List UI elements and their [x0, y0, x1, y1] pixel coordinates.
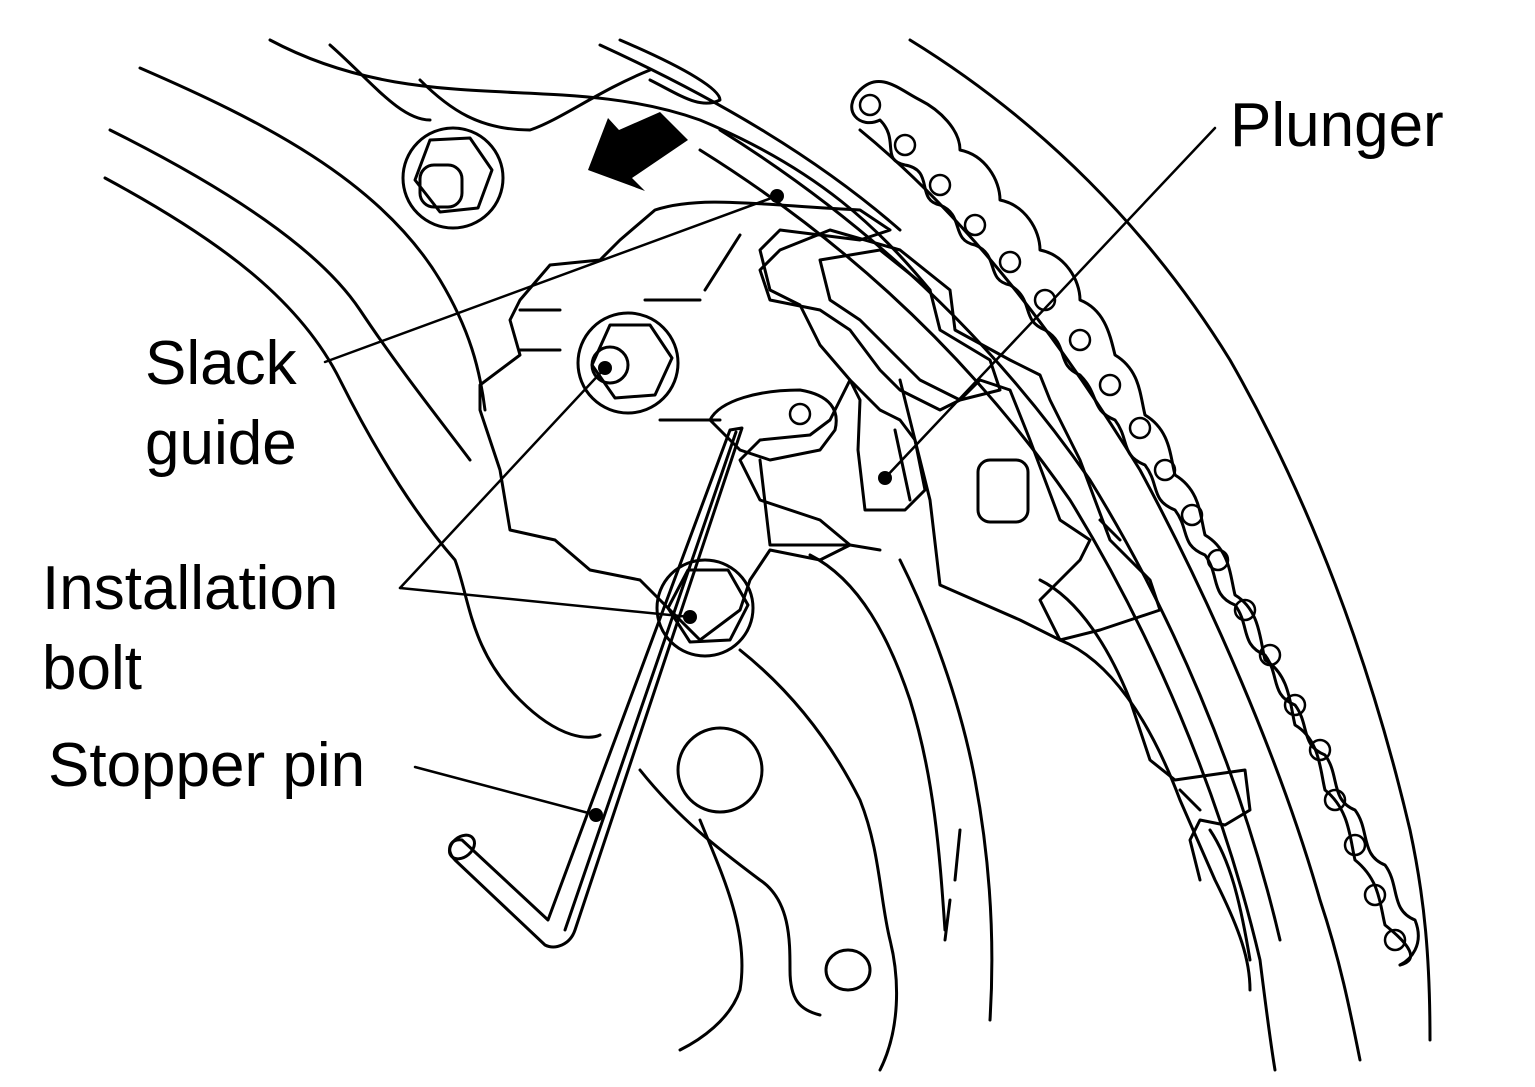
leader-installation-bolt-upper: [398, 366, 607, 590]
stopper-lever: [708, 388, 882, 552]
label-slack-guide-line1: Slack: [145, 329, 297, 398]
timing-chain: [850, 79, 1420, 967]
leader-stopper-pin: [413, 765, 598, 817]
label-plunger: Plunger: [1230, 91, 1444, 160]
plunger: [848, 378, 927, 512]
direction-arrow-icon: [588, 112, 688, 191]
label-slack-guide-line2: guide: [145, 409, 297, 478]
leader-plunger: [883, 126, 1217, 480]
engine-housing: [103, 38, 932, 739]
slack-guide-bolt: [576, 311, 680, 415]
upper-bolt: [401, 126, 505, 230]
stopper-pin: [447, 426, 744, 949]
label-stopper-pin: Stopper pin: [48, 731, 366, 800]
chain-tensioner: [758, 228, 1252, 992]
chain-rollers: [858, 93, 1407, 952]
label-installation-bolt-line2: bolt: [42, 634, 142, 703]
label-installation-bolt-line1: Installation: [42, 554, 339, 623]
leader-slack-guide: [323, 194, 779, 364]
leader-lines: [323, 126, 1217, 822]
leader-installation-bolt-lower: [398, 586, 692, 619]
installation-bolt-lower: [655, 558, 755, 658]
lower-housing: [638, 553, 994, 1072]
